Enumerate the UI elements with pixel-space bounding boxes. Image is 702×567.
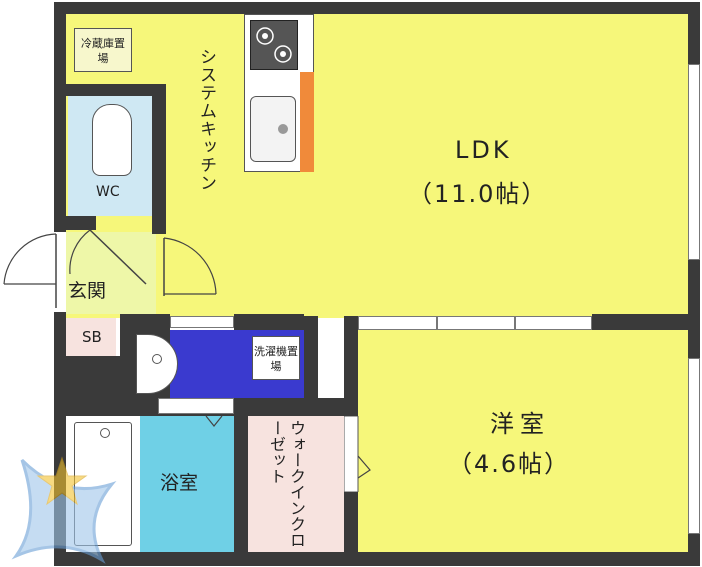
- wc-wall-bottom: [66, 216, 96, 230]
- closet-floor: [248, 416, 344, 552]
- watermark-logo-icon: [11, 456, 117, 564]
- ldk-door-swing-icon: [163, 237, 217, 296]
- bath-door: [158, 398, 234, 414]
- wc-door-swing-icon: [69, 229, 147, 285]
- kitchen-label: システムキッチン: [196, 48, 216, 192]
- washer-space-box: [252, 336, 300, 380]
- entrance-left-lower-wall: [66, 356, 120, 398]
- fridge-label: 冷蔵庫置場: [81, 37, 125, 65]
- closet-door-icon: [344, 416, 371, 492]
- sliding-door-divider-1: [436, 316, 438, 330]
- bath-door-mark-icon: [205, 415, 223, 427]
- ldk-name-label: LDK: [455, 136, 512, 164]
- washer-label: 洗濯機置場: [254, 345, 298, 373]
- bath-closet-wall: [234, 398, 248, 552]
- window-western-right: [688, 358, 700, 534]
- bath-label: 浴室: [160, 472, 199, 494]
- western-room-floor: [358, 330, 688, 552]
- shoe-box-label: SB: [82, 328, 102, 346]
- western-name-label: 洋室: [490, 410, 550, 438]
- washroom-door: [170, 316, 234, 328]
- washroom-right-wall: [304, 316, 318, 416]
- toilet-icon: [92, 104, 132, 176]
- ldk-size-label: （11.0帖）: [408, 180, 548, 208]
- wc-wall-right: [152, 84, 166, 234]
- outer-wall-bottom: [54, 552, 700, 566]
- sliding-door-ldk-western: [358, 316, 592, 330]
- entrance-floor: [66, 232, 156, 314]
- sliding-door-divider-2: [514, 316, 516, 330]
- shoe-box: [66, 318, 116, 356]
- window-ldk-right: [688, 64, 700, 260]
- ldk-lower-wall-right: [592, 314, 688, 330]
- burner-icon: [256, 27, 292, 63]
- fridge-space-box: [74, 28, 132, 72]
- sink: [250, 96, 296, 162]
- basin-drain-icon: [152, 354, 162, 364]
- entrance-label: 玄関: [68, 280, 107, 302]
- bathroom-floor: [140, 416, 234, 552]
- ldk-floor: [66, 14, 688, 318]
- closet-label: ウォークインクローゼット: [267, 420, 306, 548]
- wc-label: WC: [96, 184, 120, 200]
- ldk-lower-wall-mid: [234, 314, 304, 330]
- outer-wall-top: [54, 2, 700, 14]
- tub-drain-icon: [100, 428, 110, 438]
- wc-wall-top: [66, 84, 166, 96]
- western-size-label: （4.6帖）: [448, 450, 571, 478]
- outer-wall-left-upper: [54, 2, 66, 232]
- counter-accent-strip: [300, 72, 314, 172]
- stove-top: [250, 20, 298, 70]
- sink-drain-icon: [278, 124, 288, 134]
- entrance-door-swing-icon: [3, 233, 57, 308]
